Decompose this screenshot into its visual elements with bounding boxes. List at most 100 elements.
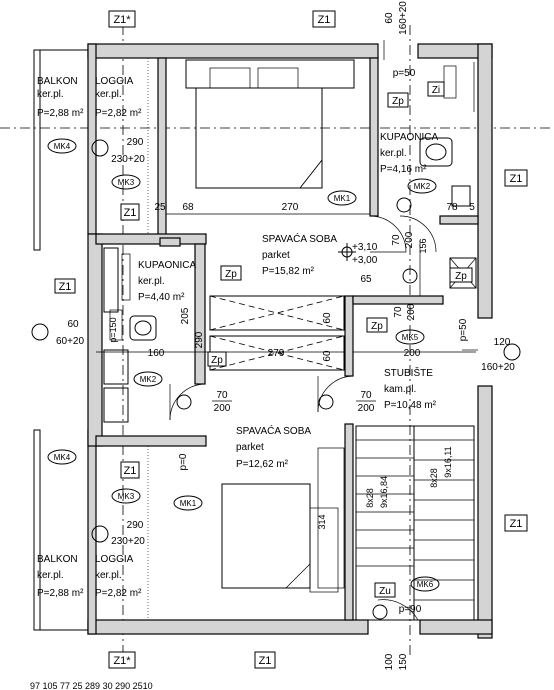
window-left-b: 60+20: [56, 336, 85, 347]
tag-z1-right-bottom: Z1: [510, 518, 523, 530]
top-window-b: 160+20: [398, 1, 409, 35]
level-mark: [338, 243, 356, 261]
bathroom-left-fixtures: [103, 247, 157, 423]
door-closet-height: 200: [406, 303, 417, 320]
kupaonica-right-floor: ker.pl.: [380, 148, 407, 159]
spavaca-top-area: P=15,82 m²: [262, 266, 315, 277]
marker-circle-4: [503, 343, 521, 361]
balkon-top-name: BALKON: [37, 76, 78, 87]
spavaca-top-floor: parket: [262, 250, 290, 261]
stair-dim-b: 9x16,84: [379, 476, 389, 508]
door-left-height: 200: [214, 403, 231, 414]
mk4-top: MK4: [54, 142, 71, 151]
kupaonica-left-name: KUPAONICA: [138, 260, 196, 271]
dim-314: 314: [317, 514, 327, 529]
wardrobe: [317, 447, 345, 589]
door-stair-height: 200: [358, 403, 375, 414]
loggia-top-floor: ker.pl.: [95, 89, 122, 100]
parapet-90: p=90: [399, 604, 422, 615]
tag-z1-left-bottom: Z1: [124, 465, 137, 477]
door-bath-width: 70: [391, 234, 402, 246]
tag-z1-top: Z1: [318, 14, 331, 26]
tag-boxes: [54, 10, 528, 669]
tag-zu: Zu: [379, 586, 391, 597]
window-bottom-b: 230+20: [111, 536, 145, 547]
interior-walls: [95, 57, 479, 621]
dim-290: 290: [194, 331, 205, 348]
kupaonica-right-area: P=4,16 m²: [380, 164, 427, 175]
tag-zp-stair: Zp: [455, 271, 467, 282]
dim-60b: 60: [322, 350, 333, 362]
tag-z1-right-top: Z1: [510, 173, 523, 185]
kupaonica-right-name: KUPAONICA: [380, 132, 438, 143]
dim-200: 200: [404, 348, 421, 359]
stubiste-area: P=10,48 m²: [384, 400, 437, 411]
tag-z1-star-bottom: Z1*: [113, 655, 131, 667]
balkon-top-area: P=2,88 m²: [37, 108, 84, 119]
marker-circle-2: [91, 525, 109, 543]
bed-top: [185, 59, 355, 189]
spavaca-bottom-floor: parket: [236, 442, 264, 453]
tag-zp-corridor: Zp: [211, 355, 223, 366]
stair-dim-a: 8x28: [365, 488, 375, 508]
dim-68: 68: [182, 202, 194, 213]
stubiste-floor: kam.pl.: [384, 384, 416, 395]
window-right-a: 120: [494, 337, 511, 348]
stair-dim-d: 9x16,11: [443, 446, 453, 477]
dim-78: 78: [446, 202, 458, 213]
window-top-b: 230+20: [111, 154, 145, 165]
marker-circle-1: [91, 139, 109, 157]
tag-zp-closet: Zp: [371, 321, 383, 332]
tag-z1-left: Z1: [59, 281, 72, 293]
tag-zi: Zi: [432, 85, 440, 96]
door-bath-height: 200: [404, 231, 415, 248]
bottom-window-b: 150: [398, 653, 409, 670]
tag-zp-bath: Zp: [392, 96, 404, 107]
tag-zp-bath-left: Zp: [225, 269, 237, 280]
balkon-top-floor: ker.pl.: [37, 89, 64, 100]
top-window-a: 60: [384, 12, 395, 24]
stubiste-name: STUBIŠTE: [384, 366, 433, 379]
parapet-150: p=150: [108, 317, 118, 342]
dim-156: 156: [418, 238, 428, 253]
spavaca-bottom-area: P=12,62 m²: [236, 459, 289, 470]
window-bottom-a: 290: [127, 520, 144, 531]
level-lower: +3,00: [352, 255, 378, 266]
door-swings: [169, 215, 437, 621]
mk1-bottom: MK1: [180, 499, 197, 508]
door-stair-width: 70: [360, 390, 372, 401]
spavaca-bottom-name: SPAVAĆA SOBA: [236, 424, 311, 437]
mk5: MK5: [402, 333, 419, 342]
spavaca-top-name: SPAVAĆA SOBA: [262, 232, 337, 245]
mk-markers: [47, 138, 440, 592]
mk2-right: MK2: [414, 182, 431, 191]
door-left-width: 70: [216, 390, 228, 401]
tag-z1-left-top: Z1: [124, 207, 137, 219]
tag-z1-bottom: Z1: [259, 655, 272, 667]
dim-60a: 60: [322, 312, 333, 324]
parapet-0: p=0: [178, 453, 189, 470]
parapet-50-top: p=50: [393, 68, 416, 79]
bottom-window-a: 100: [384, 653, 395, 670]
kupaonica-left-floor: ker.pl.: [138, 276, 165, 287]
window-right-b: 160+20: [481, 362, 515, 373]
stair-dim-c: 8x28: [429, 468, 439, 488]
mk6: MK6: [417, 580, 434, 589]
level-upper: +3,10: [352, 242, 378, 253]
dim-205: 205: [180, 307, 191, 324]
mk3-bottom: MK3: [118, 492, 135, 501]
mk2-left: MK2: [140, 375, 157, 384]
bed-bottom: [221, 483, 339, 593]
balkon-bottom-area: P=2,88 m²: [37, 588, 84, 599]
window-top-a: 290: [127, 137, 144, 148]
mk1-top: MK1: [334, 194, 351, 203]
mk4-bottom: MK4: [54, 453, 71, 462]
outer-walls: [33, 43, 493, 639]
balkon-bottom-floor: ker.pl.: [37, 570, 64, 581]
loggia-top-area: P=2,82 m²: [95, 108, 142, 119]
parapet-50-right: p=50: [458, 318, 469, 341]
dim-65: 65: [360, 274, 372, 285]
dim-279: 279: [268, 348, 285, 359]
bottom-dimension-row: 97 105 77 25 289 30 290 2510: [30, 681, 153, 690]
loggia-bottom-floor: ker.pl.: [95, 570, 122, 581]
